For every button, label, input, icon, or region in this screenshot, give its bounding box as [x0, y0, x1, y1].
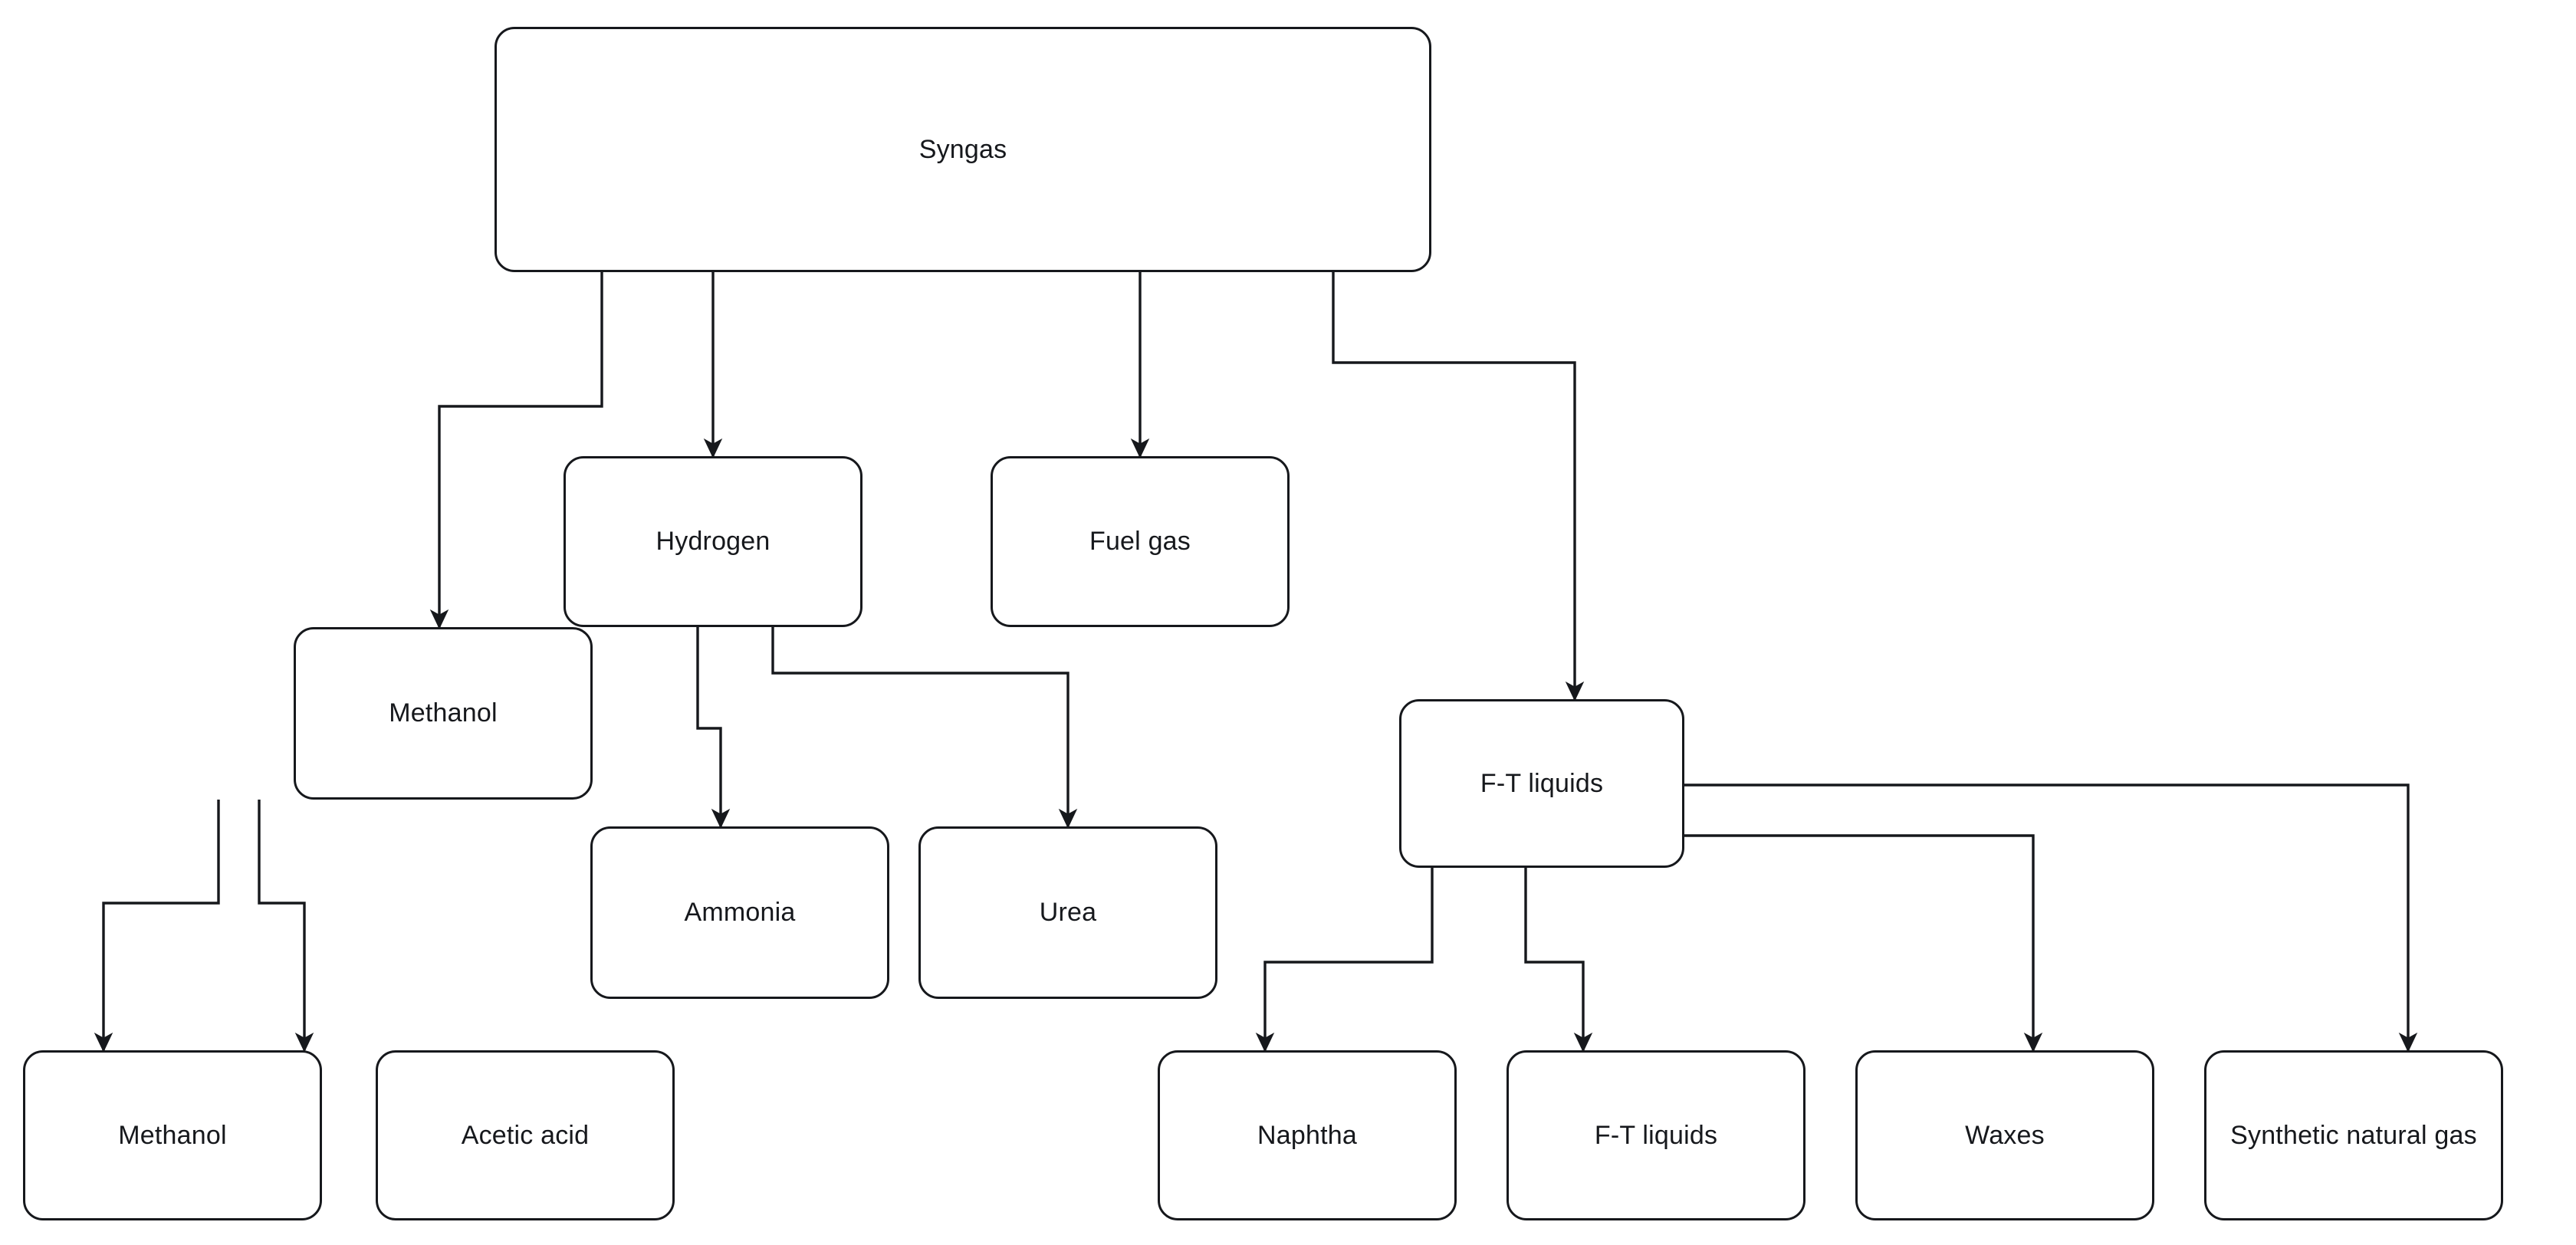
edge-hydrogen-to-urea	[771, 627, 1078, 829]
node-waxes[interactable]: Waxes	[1855, 1050, 2154, 1220]
edge-methanol-to-methanol	[94, 800, 220, 1053]
node-label-methanol_mid: Methanol	[389, 698, 498, 728]
node-label-methanol_bot: Methanol	[118, 1120, 227, 1150]
node-methanol_bot[interactable]: Methanol	[23, 1050, 322, 1220]
edge-methanol-to-aceticacid	[258, 800, 314, 1053]
node-ftliquids_mid[interactable]: F-T liquids	[1399, 699, 1684, 868]
node-label-waxes: Waxes	[1965, 1120, 2045, 1150]
edge-ftliquids-to-naphtha	[1255, 868, 1434, 1053]
node-syngas[interactable]: Syngas	[495, 27, 1431, 272]
node-methanol_mid[interactable]: Methanol	[294, 627, 593, 800]
node-label-ftliquids_bot: F-T liquids	[1594, 1120, 1718, 1150]
node-urea[interactable]: Urea	[918, 826, 1217, 999]
node-label-hydrogen: Hydrogen	[656, 527, 770, 557]
edge-hydrogen-to-ammonia	[696, 627, 731, 829]
node-sng[interactable]: Synthetic natural gas	[2204, 1050, 2503, 1220]
node-ammonia[interactable]: Ammonia	[590, 826, 889, 999]
node-label-fuelgas: Fuel gas	[1089, 527, 1191, 557]
node-label-urea: Urea	[1039, 898, 1097, 928]
node-fuelgas[interactable]: Fuel gas	[991, 456, 1290, 627]
node-label-syngas: Syngas	[918, 134, 1007, 164]
edge-ftliquids-to-waxes	[1684, 834, 2043, 1053]
node-ftliquids_bot[interactable]: F-T liquids	[1506, 1050, 1806, 1220]
node-label-ftliquids_mid: F-T liquids	[1480, 768, 1604, 798]
node-label-naphtha: Naphtha	[1257, 1120, 1357, 1150]
node-aceticacid[interactable]: Acetic acid	[376, 1050, 675, 1220]
node-label-aceticacid: Acetic acid	[461, 1120, 590, 1150]
node-label-sng: Synthetic natural gas	[2230, 1120, 2477, 1150]
node-hydrogen[interactable]: Hydrogen	[564, 456, 863, 627]
node-label-ammonia: Ammonia	[684, 898, 796, 928]
edge-ftliquids-to-sng	[1684, 783, 2418, 1053]
edges	[94, 272, 2418, 1053]
edge-syngas-to-ftliquids	[1332, 272, 1585, 701]
node-naphtha[interactable]: Naphtha	[1158, 1050, 1457, 1220]
edge-ftliquids-to-ftliquids	[1524, 868, 1593, 1053]
edge-syngas-to-methanol	[429, 272, 603, 629]
